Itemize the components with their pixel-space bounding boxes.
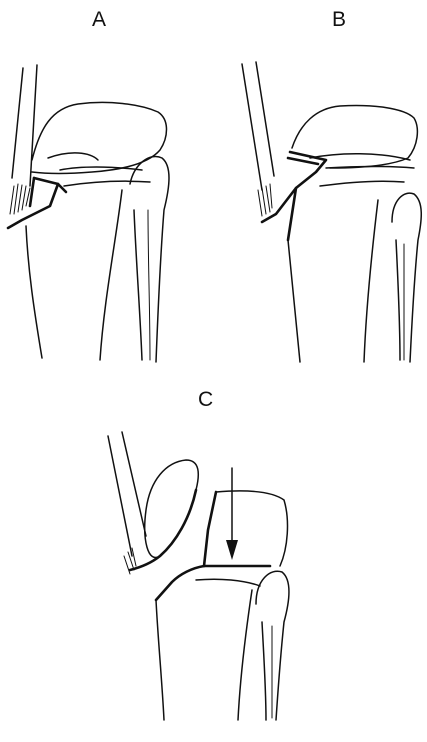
- panel-a: A: [8, 8, 169, 362]
- displaced-fragment-c: [130, 460, 198, 570]
- depressed-plateau-c: [204, 491, 287, 566]
- panel-label-c: C: [198, 388, 213, 411]
- femur-b: [242, 62, 274, 216]
- panel-b: B: [242, 8, 421, 362]
- fibula-b: [392, 193, 421, 362]
- femur-c: [108, 432, 146, 574]
- fracture-fragment-a: [8, 178, 66, 228]
- fracture-line-c: [156, 566, 204, 600]
- down-arrow-icon: [226, 468, 238, 560]
- tibial-plateau-b: [292, 106, 417, 187]
- fibula-c: [256, 571, 289, 720]
- panel-label-b: B: [332, 8, 346, 31]
- fibula-a: [130, 156, 169, 362]
- tibia-a: [26, 190, 122, 360]
- tibial-plateau-a: [32, 102, 167, 186]
- panel-c: C: [108, 388, 289, 720]
- tibia-c: [156, 579, 260, 720]
- tibia-b: [288, 200, 378, 362]
- panel-label-a: A: [92, 8, 106, 31]
